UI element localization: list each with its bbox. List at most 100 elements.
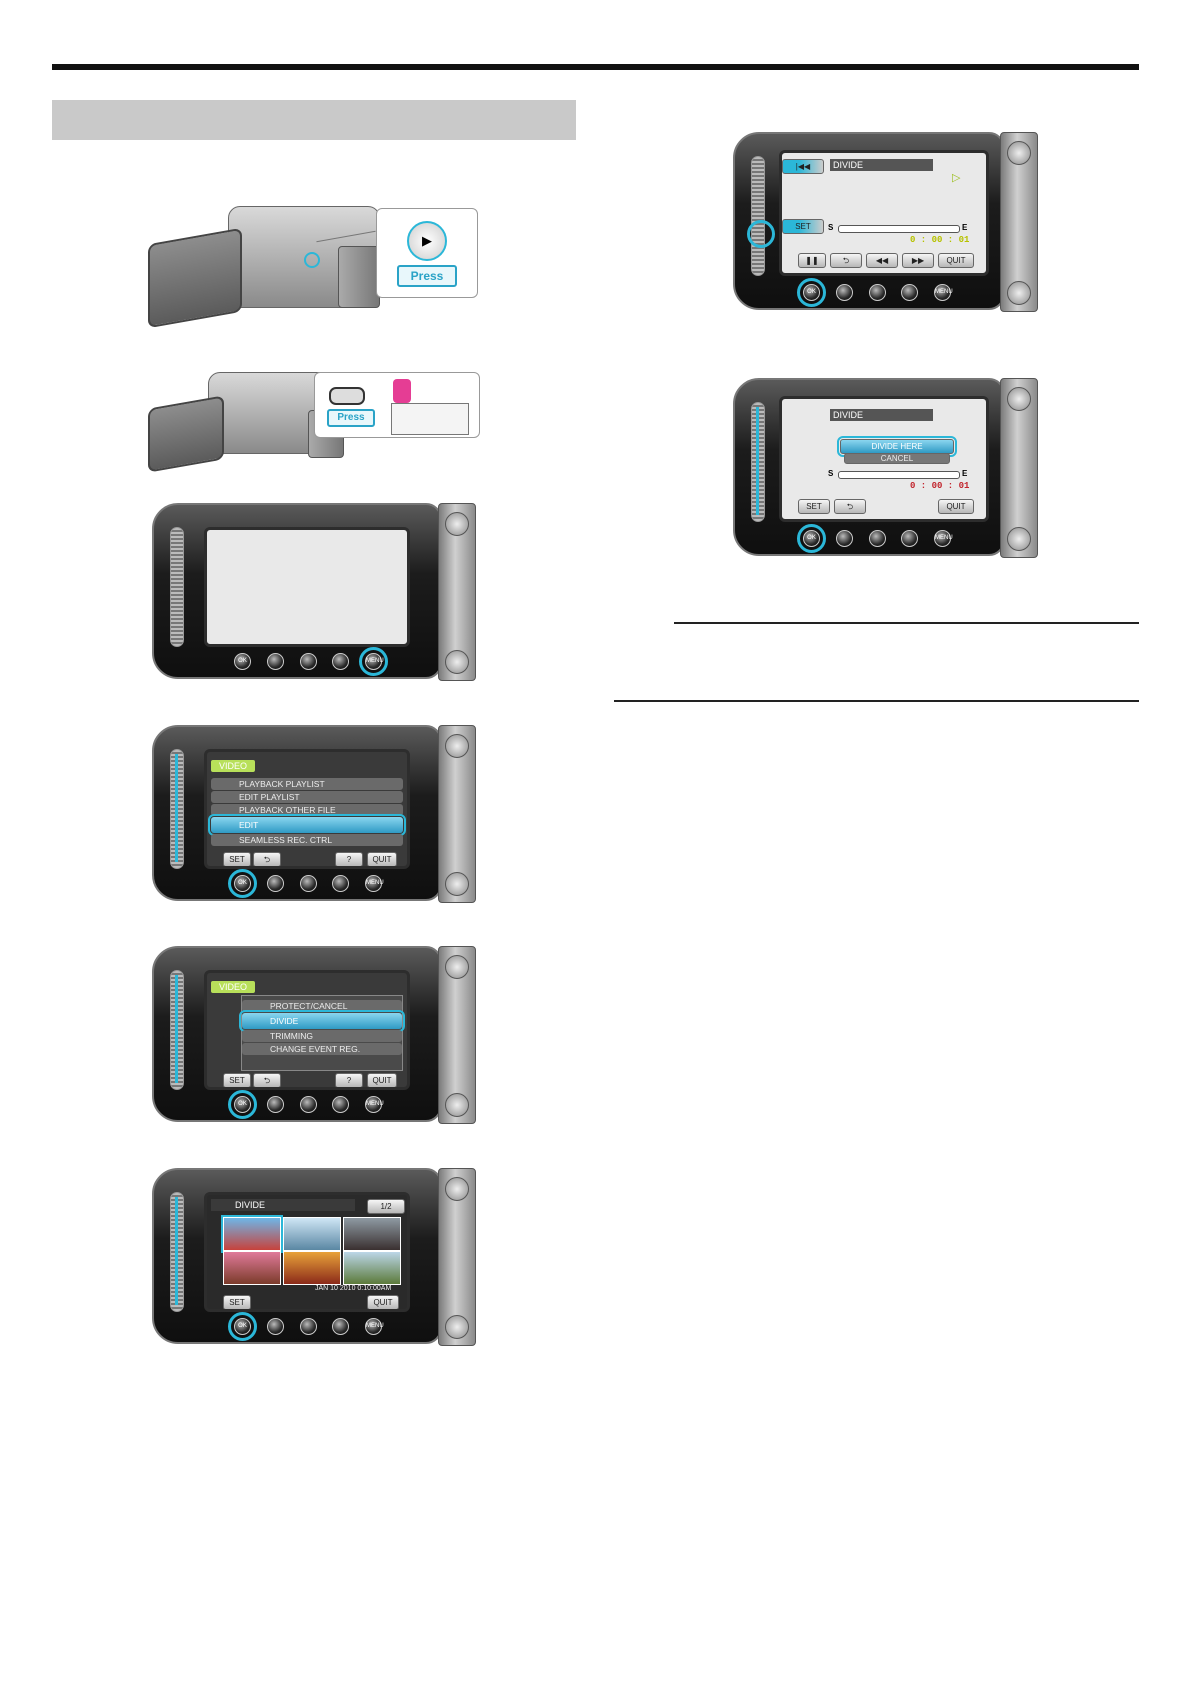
hw-button-2[interactable]: [266, 875, 284, 892]
hw-button-4[interactable]: [901, 530, 919, 547]
ok-button[interactable]: OK: [797, 524, 826, 553]
touch-sensor-strip: [751, 156, 765, 276]
submenu-item-trimming[interactable]: TRIMMING: [242, 1030, 402, 1042]
seek-bar[interactable]: [838, 471, 960, 479]
help-softkey[interactable]: ?: [335, 852, 363, 866]
hw-button-3[interactable]: [299, 1096, 317, 1113]
figure-playback-button: ▶ Press: [148, 196, 478, 332]
memo-bottom-rule: [614, 700, 1139, 702]
submenu-item-change-event[interactable]: CHANGE EVENT REG.: [242, 1043, 402, 1055]
monitor-main-menu: VIDEO PLAYBACK PLAYLIST EDIT PLAYLIST PL…: [152, 725, 442, 901]
quit-softkey[interactable]: QUIT: [367, 1295, 399, 1309]
thumbnail-6[interactable]: [343, 1251, 401, 1285]
set-softkey[interactable]: SET: [223, 1295, 251, 1309]
back-softkey[interactable]: ⮌: [834, 499, 866, 514]
menu-button[interactable]: MENU: [359, 647, 388, 676]
ok-button[interactable]: OK: [228, 1090, 257, 1119]
hinge-screw-bottom: [445, 1093, 469, 1117]
menu-item-playback-playlist[interactable]: PLAYBACK PLAYLIST: [211, 778, 403, 790]
hw-button-4[interactable]: [901, 284, 919, 301]
ok-button[interactable]: OK: [228, 1312, 257, 1341]
hardware-button-row: OK MENU: [797, 278, 953, 307]
section-header-bar: [52, 100, 576, 140]
thumbnail-2[interactable]: [283, 1217, 341, 1251]
monitor-hinge: [438, 946, 476, 1124]
menu-item-seamless-rec[interactable]: SEAMLESS REC. CTRL: [211, 834, 403, 846]
touch-sensor-highlight: [747, 220, 775, 248]
softkey-row: SET ⮌ ? QUIT: [223, 1073, 397, 1087]
time-counter: 0 : 00 : 01: [910, 481, 970, 491]
slide-arrow-icon: [756, 407, 759, 515]
monitor-file-index: DIVIDE 1/2 JAN 10 2010 0:10:00AM SET QUI…: [152, 1168, 442, 1344]
submenu-item-protect[interactable]: PROTECT/CANCEL: [242, 1000, 402, 1012]
play-icon: ▶: [407, 221, 447, 261]
hw-button-3[interactable]: [299, 875, 317, 892]
lcd-screen: DIVIDE 1/2 JAN 10 2010 0:10:00AM SET QUI…: [204, 1192, 410, 1312]
softkey-row: SET ⮌ QUIT: [798, 499, 978, 514]
figure-mode-switch: Press: [148, 368, 480, 473]
button-highlight-ring: [304, 252, 320, 268]
cancel-option[interactable]: CANCEL: [844, 453, 950, 464]
hw-button-2[interactable]: [266, 1318, 284, 1335]
lcd-screen: [204, 527, 410, 647]
thumbnail-4[interactable]: [223, 1251, 281, 1285]
lcd-screen: DIVIDE DIVIDE HERE CANCEL S E 0 : 00 : 0…: [779, 396, 989, 522]
ok-button[interactable]: OK: [228, 869, 257, 898]
hw-button-2[interactable]: [835, 284, 853, 301]
divide-here-option[interactable]: DIVIDE HERE: [837, 436, 957, 457]
hw-button-4[interactable]: [332, 1318, 350, 1335]
help-softkey[interactable]: ?: [335, 1073, 363, 1087]
hinge-screw-bottom: [445, 650, 469, 674]
hw-button-4[interactable]: [332, 653, 350, 670]
thumbnail-3[interactable]: [343, 1217, 401, 1251]
back-softkey[interactable]: ⮌: [253, 852, 281, 866]
hinge-screw-top: [445, 512, 469, 536]
menu-button[interactable]: MENU: [365, 1318, 384, 1335]
set-softkey[interactable]: SET: [782, 219, 824, 234]
menu-item-playback-other-file[interactable]: PLAYBACK OTHER FILE: [211, 804, 403, 816]
back-softkey[interactable]: ⮌: [253, 1073, 281, 1087]
menu-item-edit[interactable]: EDIT: [208, 814, 406, 836]
lcd-screen: VIDEO PLAYBACK PLAYLIST EDIT PLAYLIST PL…: [204, 749, 410, 869]
hinge-screw-top: [1007, 387, 1031, 411]
skip-back-softkey[interactable]: |◀◀: [782, 159, 824, 174]
hw-button-4[interactable]: [332, 1096, 350, 1113]
hw-button-3[interactable]: [868, 284, 886, 301]
back-softkey[interactable]: ⮌: [830, 253, 862, 268]
softkey-row: SET ⮌ ? QUIT: [223, 852, 397, 866]
divide-title: DIVIDE: [830, 159, 933, 171]
rewind-softkey[interactable]: ◀◀: [866, 253, 898, 268]
pause-softkey[interactable]: ❚❚: [798, 253, 826, 268]
set-softkey[interactable]: SET: [223, 1073, 251, 1087]
hardware-button-row: OK MENU: [228, 1312, 384, 1341]
menu-button[interactable]: MENU: [365, 1096, 384, 1113]
touch-sensor-strip: [170, 970, 184, 1090]
memo-top-rule: [674, 622, 1139, 624]
set-softkey[interactable]: SET: [798, 499, 830, 514]
hw-button-3[interactable]: [299, 653, 317, 670]
set-softkey[interactable]: SET: [223, 852, 251, 866]
quit-softkey[interactable]: QUIT: [367, 852, 397, 866]
thumbnail-5[interactable]: [283, 1251, 341, 1285]
seek-bar[interactable]: [838, 225, 960, 233]
menu-button[interactable]: MENU: [365, 875, 384, 892]
ok-button[interactable]: OK: [234, 653, 251, 670]
hw-button-2[interactable]: [835, 530, 853, 547]
touch-sensor-strip: [170, 527, 184, 647]
hw-button-3[interactable]: [868, 530, 886, 547]
hw-button-4[interactable]: [332, 875, 350, 892]
ok-button[interactable]: OK: [797, 278, 826, 307]
menu-button[interactable]: MENU: [934, 284, 953, 301]
quit-softkey[interactable]: QUIT: [938, 499, 974, 514]
quit-softkey[interactable]: QUIT: [938, 253, 974, 268]
monitor-hinge: [1000, 132, 1038, 312]
menu-button[interactable]: MENU: [934, 530, 953, 547]
hw-button-3[interactable]: [299, 1318, 317, 1335]
menu-item-edit-playlist[interactable]: EDIT PLAYLIST: [211, 791, 403, 803]
submenu-item-divide[interactable]: DIVIDE: [239, 1010, 405, 1032]
fast-forward-softkey[interactable]: ▶▶: [902, 253, 934, 268]
thumbnail-1[interactable]: [221, 1215, 283, 1253]
hw-button-2[interactable]: [266, 653, 284, 670]
quit-softkey[interactable]: QUIT: [367, 1073, 397, 1087]
hw-button-2[interactable]: [266, 1096, 284, 1113]
